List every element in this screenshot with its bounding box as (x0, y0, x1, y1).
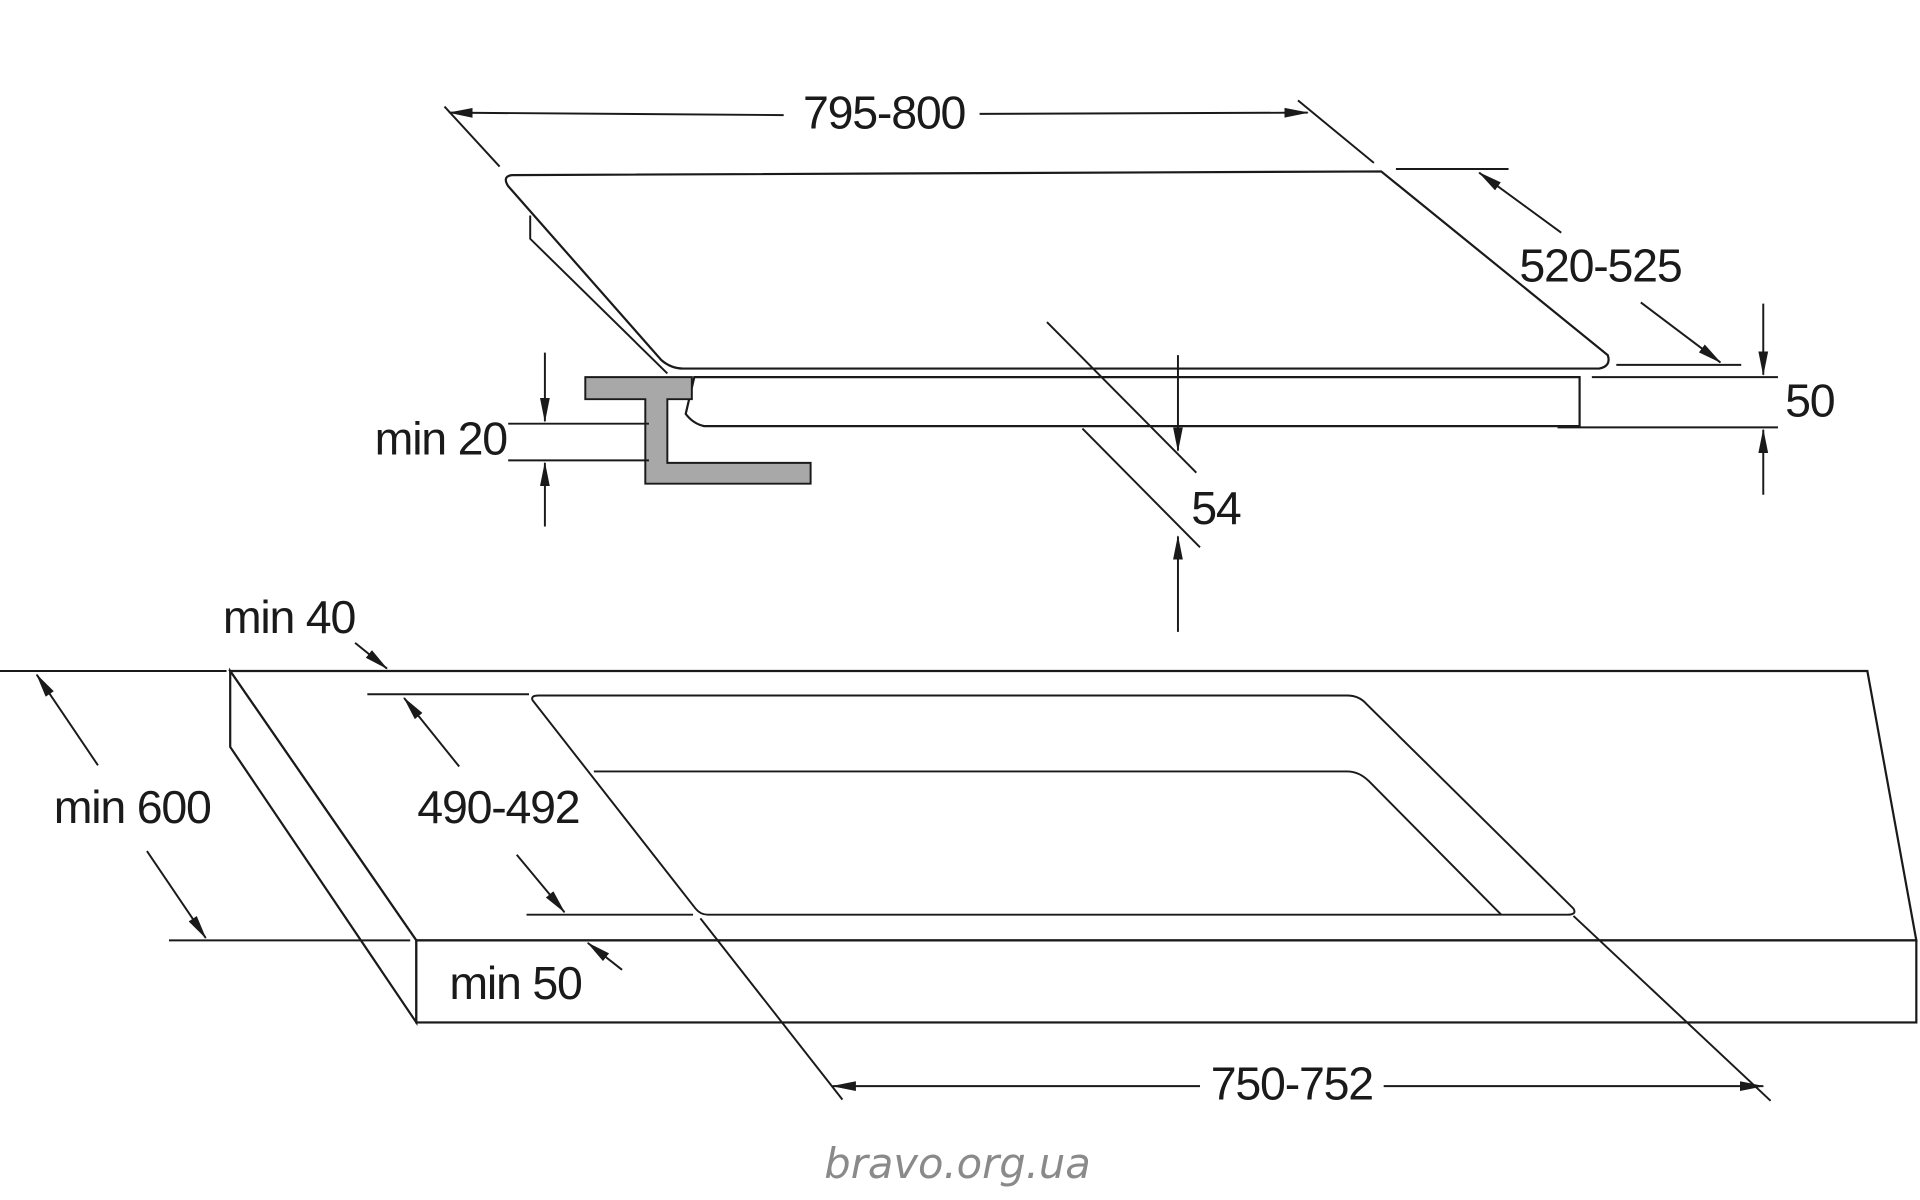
worktop-front-face (415, 939, 1918, 1024)
hob-height-dimension: 50 (1557, 303, 1836, 495)
hob-drawing (504, 170, 1610, 485)
hob-glass-top (504, 170, 1610, 370)
body-depth-dimension: 54 (1046, 321, 1242, 632)
hob-depth-label: 520-525 (1519, 240, 1681, 292)
hob-underside-edge (529, 215, 669, 375)
back-margin-label: min 40 (223, 591, 356, 643)
bracket-dimension: min 20 (375, 352, 649, 527)
front-margin-dimension: min 50 (449, 942, 623, 1009)
bracket-label: min 20 (375, 412, 508, 464)
hob-height-label: 50 (1785, 374, 1835, 426)
cutout-inner-edge (593, 770, 1502, 916)
cutout-depth-dimension: 490-492 (367, 693, 694, 916)
mounting-bracket (584, 376, 812, 485)
hob-depth-dimension: 520-525 (1395, 168, 1742, 366)
body-depth-label: 54 (1191, 482, 1241, 534)
cutout-outline (531, 694, 1576, 916)
cutout-width-label: 750-752 (1211, 1058, 1373, 1110)
watermark: bravo.org.ua (824, 1139, 1091, 1188)
cutout-depth-label: 490-492 (417, 781, 579, 833)
cutout-width-dimension: 750-752 (699, 915, 1772, 1110)
worktop-depth-dimension: min 600 (0, 670, 411, 942)
worktop-depth-label: min 600 (54, 781, 211, 833)
back-margin-dimension: min 40 (223, 591, 388, 670)
hob-width-dimension: 795-800 (443, 87, 1375, 168)
worktop-drawing (228, 667, 1918, 1027)
hob-body (684, 376, 1581, 428)
front-margin-label: min 50 (449, 957, 582, 1009)
hob-width-label: 795-800 (803, 87, 965, 139)
